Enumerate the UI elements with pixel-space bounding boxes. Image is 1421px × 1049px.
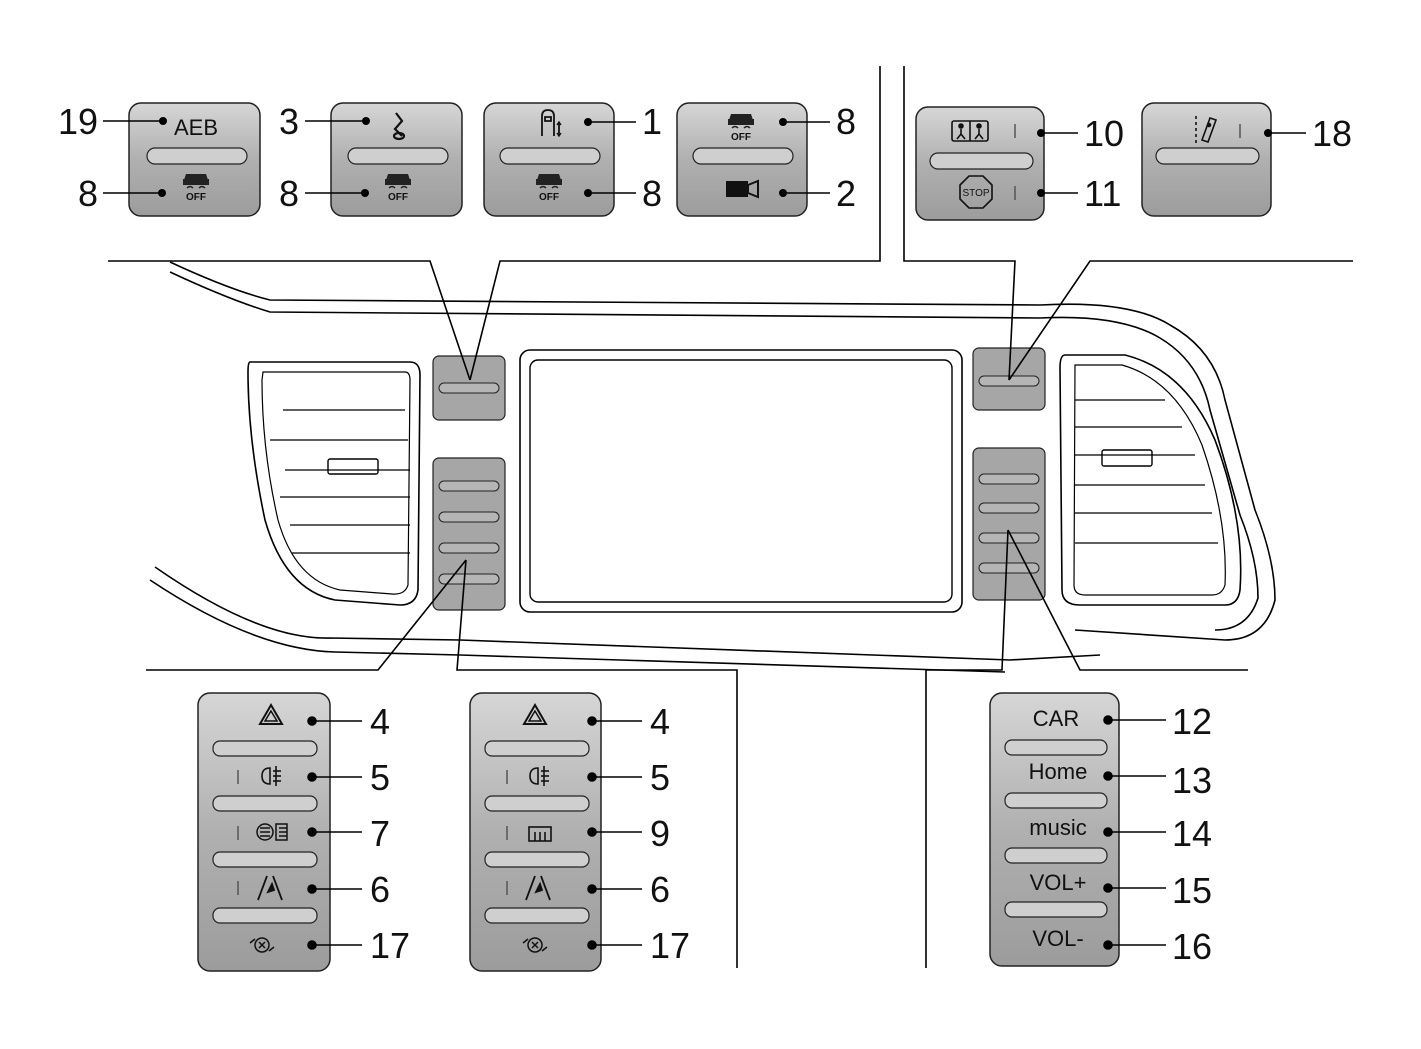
svg-text:10: 10 — [1084, 113, 1124, 154]
switch-group-child-lock: STOP — [915, 106, 1045, 221]
traction-off-icon: OFF — [183, 174, 209, 203]
callout-8d: 8 — [779, 101, 856, 142]
vol-down-button-label: VOL- — [1032, 926, 1083, 951]
aeb-button-label: AEB — [174, 115, 218, 140]
hazard-icon — [522, 703, 548, 725]
callout-6-middle: 6 — [650, 869, 670, 910]
svg-text:OFF: OFF — [731, 132, 751, 143]
right-panel-callouts — [1103, 715, 1166, 950]
svg-text:OFF: OFF — [539, 192, 559, 203]
switch-group-camera: OFF — [676, 102, 808, 217]
callout-14: 14 — [1172, 813, 1212, 854]
callout-4-left: 4 — [370, 701, 390, 742]
callout-5-middle: 5 — [650, 757, 670, 798]
rear-fog-light-icon — [261, 766, 281, 786]
svg-text:18: 18 — [1312, 113, 1352, 154]
callout-7: 7 — [370, 813, 390, 854]
dashboard-outline — [149, 261, 1276, 673]
svg-text:8: 8 — [836, 101, 856, 142]
traction-off-icon: OFF — [385, 174, 411, 203]
svg-text:8: 8 — [642, 173, 662, 214]
switch-group-aeb: AEB OFF — [128, 102, 261, 217]
callout-8c: 8 — [584, 173, 662, 214]
hill-descent-icon — [392, 112, 406, 141]
child-lock-icon — [951, 120, 989, 142]
traction-off-icon: OFF — [536, 174, 562, 203]
dash-switch-blocks — [432, 347, 1046, 611]
vol-up-button-label: VOL+ — [1030, 870, 1087, 895]
home-button-label: Home — [1029, 759, 1088, 784]
callout-19: 19 — [58, 101, 167, 142]
svg-text:11: 11 — [1084, 173, 1121, 214]
callout-11: 11 — [1037, 173, 1121, 214]
middle-switch-panel — [469, 692, 602, 972]
callout-10: 10 — [1037, 113, 1124, 154]
callout-17-left: 17 — [370, 925, 410, 966]
svg-text:19: 19 — [58, 101, 98, 142]
svg-text:8: 8 — [78, 173, 98, 214]
callout-17-middle: 17 — [650, 925, 690, 966]
callout-3: 3 — [279, 101, 370, 142]
stop-sign-icon: STOP — [959, 175, 993, 209]
lane-assist-icon — [257, 875, 283, 901]
rear-defrost-icon — [528, 826, 552, 842]
switch-group-lane-change — [1141, 102, 1272, 217]
callout-4-middle: 4 — [650, 701, 670, 742]
callout-15: 15 — [1172, 870, 1212, 911]
callout-18: 18 — [1264, 113, 1352, 154]
right-media-panel: CAR Home music VOL+ VOL- — [989, 692, 1120, 967]
hazard-icon — [258, 703, 284, 725]
callout-6-left: 6 — [370, 869, 390, 910]
callout-12: 12 — [1172, 701, 1212, 742]
traction-off-icon: OFF — [728, 114, 754, 143]
lane-assist-icon — [525, 875, 551, 901]
front-fog-light-icon — [256, 823, 288, 841]
lane-change-assist-icon — [1195, 116, 1218, 144]
camera-icon — [726, 179, 759, 199]
recirculation-icon — [249, 937, 275, 953]
svg-text:1: 1 — [642, 101, 662, 142]
svg-text:OFF: OFF — [388, 192, 408, 203]
left-switch-panel — [197, 692, 331, 972]
callout-9: 9 — [650, 813, 670, 854]
callout-8a: 8 — [78, 173, 166, 214]
switch-group-hdc: OFF — [330, 102, 463, 217]
svg-text:3: 3 — [279, 101, 299, 142]
middle-panel-callouts — [587, 716, 642, 950]
callout-13: 13 — [1172, 760, 1212, 801]
off-label: OFF — [186, 192, 206, 203]
callout-1: 1 — [584, 101, 662, 142]
svg-text:8: 8 — [279, 173, 299, 214]
music-button-label: music — [1029, 815, 1086, 840]
callout-8b: 8 — [279, 173, 369, 214]
svg-text:2: 2 — [836, 173, 856, 214]
car-button-label: CAR — [1033, 706, 1079, 731]
power-liftgate-icon — [541, 109, 562, 138]
switch-group-liftgate: OFF — [483, 102, 615, 217]
left-panel-callouts — [307, 716, 362, 950]
callout-16: 16 — [1172, 926, 1212, 967]
callout-5-left: 5 — [370, 757, 390, 798]
leader-lines — [108, 66, 1353, 968]
recirculation-icon — [522, 937, 548, 953]
svg-text:STOP: STOP — [962, 188, 989, 199]
callout-2: 2 — [779, 173, 856, 214]
rear-fog-light-icon — [529, 766, 549, 786]
